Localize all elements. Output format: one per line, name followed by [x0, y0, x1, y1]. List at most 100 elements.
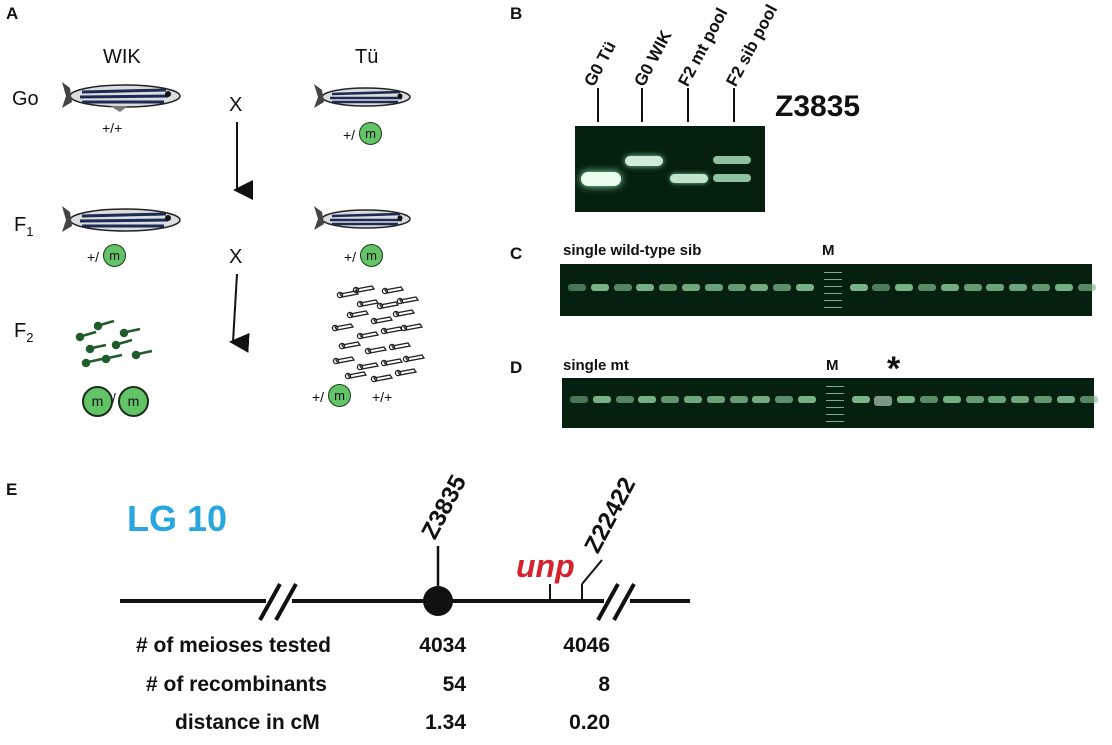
gel-band	[706, 396, 725, 403]
wt-larva	[334, 356, 356, 364]
wt-larva	[358, 299, 380, 307]
gel-band	[590, 284, 609, 291]
arrow-f1-to-f2	[229, 273, 250, 353]
gel-band	[940, 284, 959, 291]
f1-right-m-allele: m	[360, 244, 383, 267]
wt-larva-head	[338, 342, 346, 350]
wt-larva	[340, 341, 362, 349]
gel-band	[895, 284, 914, 291]
wt-larva-head	[381, 287, 389, 295]
band-g0-tu	[581, 172, 621, 186]
wt-larva	[372, 374, 394, 382]
f2-het-genotype-prefix: +/	[312, 389, 325, 405]
lane-label-g0-tu: G0 Tü	[580, 38, 620, 90]
gel-band	[682, 284, 700, 291]
f2-mutant-m-allele-2: m	[118, 386, 149, 417]
gel-band	[752, 396, 771, 403]
tu-label: Tü	[355, 46, 379, 68]
panel-d-marker-m: M	[826, 357, 839, 374]
gel-band	[570, 396, 588, 403]
gel-band	[798, 396, 816, 403]
gel-band	[1034, 396, 1052, 403]
gel-band	[986, 284, 1005, 291]
panel-c-title: single wild-type sib	[563, 242, 702, 259]
band-f2-sib-pool-lower	[713, 174, 751, 182]
cross-symbol-2: X	[229, 246, 243, 268]
panel-c-letter: C	[510, 244, 523, 263]
wt-larva	[396, 368, 418, 376]
wt-larva	[366, 346, 388, 354]
panel-a-graphics	[62, 82, 426, 383]
gel-band	[727, 284, 746, 291]
wt-larva-head	[388, 343, 396, 351]
panel-c-marker-m: M	[822, 242, 835, 259]
gel-band	[775, 396, 794, 403]
marker-z3835-label: Z3835	[775, 90, 861, 123]
f2-het-m-allele: m	[328, 384, 351, 407]
fish-g0-tu	[314, 84, 411, 108]
wt-larva	[382, 358, 404, 366]
gel-band	[750, 284, 769, 291]
wt-larva-head	[346, 311, 354, 319]
gel-band	[684, 396, 702, 403]
gel-band	[773, 284, 792, 291]
gel-band	[963, 284, 982, 291]
gel-band	[615, 396, 634, 403]
f2-mutant-slash: /	[112, 390, 116, 406]
linkage-group-label: LG 10	[127, 498, 228, 539]
break-left	[258, 580, 298, 622]
wt-larva-head	[364, 347, 372, 355]
wt-larva	[394, 309, 416, 317]
row-recombinants-value-1: 54	[442, 673, 466, 696]
wt-larva	[378, 301, 400, 309]
gel-band	[942, 396, 961, 403]
f1-label: F1	[14, 214, 34, 239]
gel-band	[1009, 284, 1028, 291]
wt-larva-head	[344, 372, 352, 380]
wt-larva	[354, 285, 376, 293]
f1-left-genotype-prefix: +/	[87, 249, 100, 265]
gel-band	[1077, 284, 1096, 291]
wt-larva	[390, 342, 412, 350]
f2-mutant-larvae	[75, 319, 153, 368]
f1-right-genotype-prefix: +/	[344, 249, 357, 265]
panel-b-letter: B	[510, 4, 523, 23]
panel-e-letter: E	[6, 480, 18, 499]
wt-larva	[358, 362, 380, 370]
wt-larva	[358, 331, 380, 339]
gel-band	[1079, 396, 1098, 403]
gel-band	[568, 284, 586, 291]
gel-band	[613, 284, 632, 291]
gene-unp-label: unp	[516, 548, 575, 584]
wt-larva-head	[380, 359, 388, 367]
band-g0-wik	[625, 156, 663, 166]
gel-band	[897, 396, 916, 403]
size-marker-lane	[824, 266, 842, 312]
gel-panel-b	[575, 126, 765, 212]
gel-band	[849, 284, 868, 291]
fish-f1-right	[314, 206, 411, 230]
f2-wild-genotype: +/+	[372, 389, 393, 405]
gel-band	[874, 396, 893, 406]
wt-larva-head	[331, 324, 339, 332]
gel-band	[918, 284, 936, 291]
row-label-distance: distance in cM	[175, 711, 320, 734]
gel-band	[661, 396, 680, 403]
cross-symbol-1: X	[229, 94, 243, 116]
wik-label: WIK	[103, 46, 141, 68]
wt-larva-head	[356, 332, 364, 340]
gel-band	[988, 396, 1007, 403]
wt-larva-head	[400, 324, 408, 332]
g0-label: Go	[12, 88, 39, 110]
row-distance-value-2: 0.20	[569, 711, 610, 734]
row-recombinants-value-2: 8	[598, 673, 610, 696]
g0-tu-m-allele: m	[359, 122, 382, 145]
linkage-map	[120, 546, 690, 622]
fish-g0-wik	[62, 82, 181, 112]
wt-larva	[398, 296, 420, 304]
gel-band	[1011, 396, 1030, 403]
row-label-meioses: # of meioses tested	[136, 634, 331, 657]
row-meioses-value-2: 4046	[563, 634, 610, 657]
row-meioses-value-1: 4034	[419, 634, 466, 657]
f2-mutant-m-allele-1: m	[82, 386, 113, 417]
